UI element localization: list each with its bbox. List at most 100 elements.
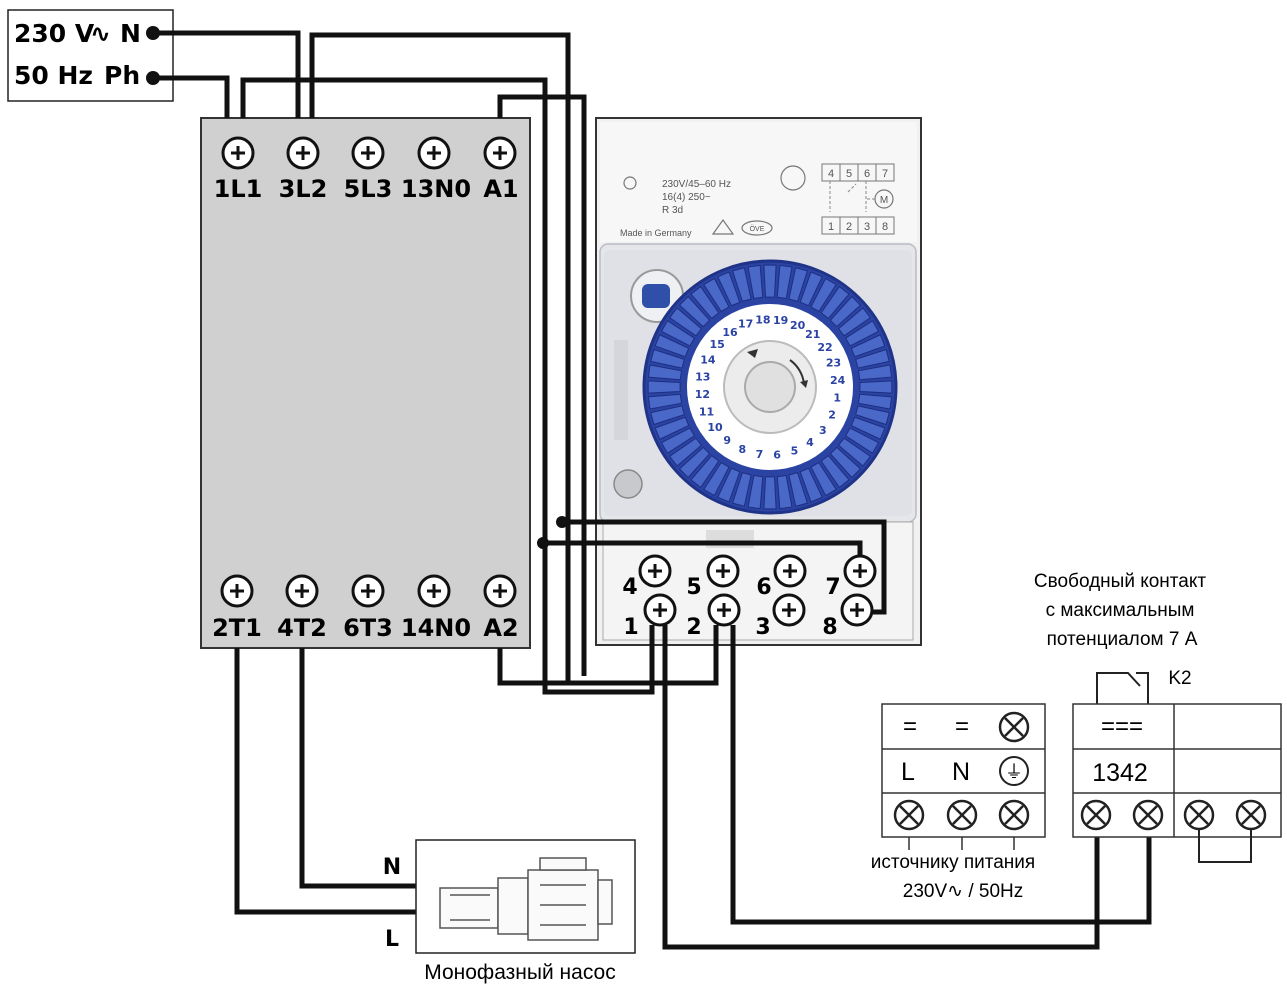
contactor-screw-13N0[interactable] — [417, 136, 451, 170]
dial-segment[interactable] — [647, 393, 683, 410]
dial-segment[interactable] — [837, 307, 872, 337]
dial-hour-label: 21 — [805, 328, 820, 341]
dial-segment[interactable] — [763, 476, 777, 510]
timer-screw-6[interactable] — [773, 554, 807, 588]
legend-top-7: 7 — [882, 168, 888, 180]
dial-segment[interactable] — [650, 405, 685, 426]
dial-segment[interactable] — [844, 427, 880, 454]
contactor-screw-4T2[interactable] — [285, 574, 319, 608]
dial-segment[interactable] — [855, 348, 890, 369]
dial-hour-label: 12 — [695, 388, 710, 401]
dial-segment[interactable] — [668, 437, 703, 467]
supply-voltage-label: 230 V — [14, 19, 95, 48]
timer-screw-8[interactable] — [840, 593, 874, 627]
dial-hour-label: 22 — [817, 341, 832, 354]
motor-symbol-label: M — [880, 195, 888, 206]
timer-screw-7[interactable] — [843, 554, 877, 588]
override-switch-knob[interactable] — [642, 284, 670, 308]
dial-segment[interactable] — [690, 285, 720, 320]
timer-screw-1[interactable] — [643, 593, 677, 627]
dial-segment[interactable] — [678, 446, 711, 479]
dial-segment[interactable] — [647, 364, 683, 381]
dial-segment[interactable] — [788, 267, 809, 302]
dial-segment[interactable] — [844, 320, 880, 347]
power-terminal-earth[interactable] — [998, 799, 1030, 831]
timer-screw-2[interactable] — [707, 593, 741, 627]
dial-segment[interactable] — [668, 307, 703, 337]
dial-hour-label: 5 — [791, 445, 799, 458]
dial-segment[interactable] — [857, 393, 893, 410]
power-label-L: L — [901, 758, 915, 786]
timer-screw-3[interactable] — [772, 593, 806, 627]
timer-dial-segments[interactable] — [647, 264, 893, 510]
contactor-screw-2T1[interactable] — [220, 574, 254, 608]
relay-terminal-2[interactable] — [1132, 799, 1164, 831]
relay-terminal-1[interactable] — [1080, 799, 1112, 831]
dial-segment[interactable] — [731, 267, 752, 302]
voltage-symbol-icon — [623, 176, 637, 190]
dial-segment[interactable] — [647, 380, 681, 394]
dial-segment[interactable] — [678, 295, 711, 328]
dial-segment[interactable] — [660, 427, 696, 454]
contactor-screw-A1[interactable] — [483, 136, 517, 170]
dial-segment[interactable] — [820, 454, 850, 489]
dial-segment[interactable] — [731, 472, 752, 507]
contactor-screw-3L2[interactable] — [286, 136, 320, 170]
dial-segment[interactable] — [654, 416, 690, 440]
dial-segment[interactable] — [810, 277, 837, 313]
dial-segment[interactable] — [857, 364, 893, 381]
power-top-symbol-1: = — [903, 713, 917, 740]
dial-segment[interactable] — [829, 446, 862, 479]
dial-segment[interactable] — [859, 380, 893, 394]
dial-segment[interactable] — [850, 416, 886, 440]
dial-segment[interactable] — [799, 467, 823, 503]
dial-hour-label: 23 — [826, 357, 841, 370]
contactor-label-6T3: 6T3 — [343, 614, 393, 642]
dial-segment[interactable] — [763, 264, 777, 298]
dial-segment[interactable] — [717, 467, 741, 503]
dial-segment[interactable] — [810, 461, 837, 497]
timer-terminal-label-2: 2 — [686, 615, 701, 640]
timer-screw-5[interactable] — [706, 554, 740, 588]
dial-segment[interactable] — [703, 461, 730, 497]
dial-segment[interactable] — [837, 437, 872, 467]
dial-segment[interactable] — [776, 264, 793, 300]
dial-segment[interactable] — [776, 474, 793, 510]
dial-segment[interactable] — [855, 405, 890, 426]
dial-segment[interactable] — [703, 277, 730, 313]
relay-terminal-4[interactable] — [1235, 799, 1267, 831]
dial-segment[interactable] — [660, 320, 696, 347]
contactor-label-14N0: 14N0 — [401, 614, 471, 642]
dial-segment[interactable] — [829, 295, 862, 328]
contactor-screw-A2[interactable] — [483, 574, 517, 608]
ac-symbol: ∿ — [90, 19, 111, 48]
power-supply-block: = = L N ⏚ источнику питания 230V∿ / 50Hz — [871, 703, 1046, 902]
dial-segment[interactable] — [650, 348, 685, 369]
dial-segment[interactable] — [690, 454, 720, 489]
power-terminal-N[interactable] — [946, 799, 978, 831]
contactor-screw-14N0[interactable] — [417, 574, 451, 608]
cover-hinge — [614, 340, 628, 440]
power-terminal-L[interactable] — [893, 799, 925, 831]
contactor-screw-6T3[interactable] — [351, 574, 385, 608]
dial-segment[interactable] — [654, 334, 690, 358]
dial-segment[interactable] — [747, 264, 764, 300]
dial-segment[interactable] — [820, 285, 850, 320]
relay-terminal-3[interactable] — [1183, 799, 1215, 831]
timer-switch: 230V/45–60 Hz 16(4) 250~ R 3d Made in Ge… — [595, 117, 922, 646]
legend-bottom-2: 2 — [846, 221, 852, 233]
dial-segment[interactable] — [717, 271, 741, 307]
timer-screw-4[interactable] — [638, 554, 672, 588]
contactor-screw-1L1[interactable] — [221, 136, 255, 170]
reserve-indicator — [613, 469, 643, 499]
dial-segment[interactable] — [788, 472, 809, 507]
relay-note-line1: Свободный контакт — [1034, 571, 1206, 592]
timer-terminal-label-5: 5 — [686, 575, 701, 600]
dial-segment[interactable] — [850, 334, 886, 358]
dial-segment[interactable] — [799, 271, 823, 307]
wire-neutral-to-3L2 — [153, 30, 301, 118]
wire-4T2-to-pump-N — [299, 648, 416, 889]
dial-segment[interactable] — [747, 474, 764, 510]
contactor-screw-5L3[interactable] — [351, 136, 385, 170]
